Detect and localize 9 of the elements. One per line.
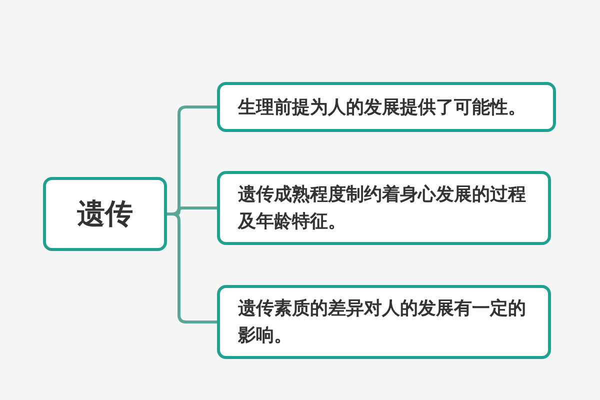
subtopic-text: 遗传成熟程度制约着身心发展的过程及年龄特征。 xyxy=(238,183,527,234)
central-topic-box xyxy=(43,177,167,251)
subtopic-box xyxy=(217,82,556,132)
connector-line xyxy=(167,212,217,324)
subtopic-text: 遗传素质的差异对人的发展有一定的影响。 xyxy=(238,297,527,348)
topic-label: 遗传 xyxy=(77,197,133,231)
subtopic-box xyxy=(217,285,551,359)
subtopic-text: 生理前提为人的发展提供了可能性。 xyxy=(238,96,527,120)
subtopic-box xyxy=(217,171,551,245)
